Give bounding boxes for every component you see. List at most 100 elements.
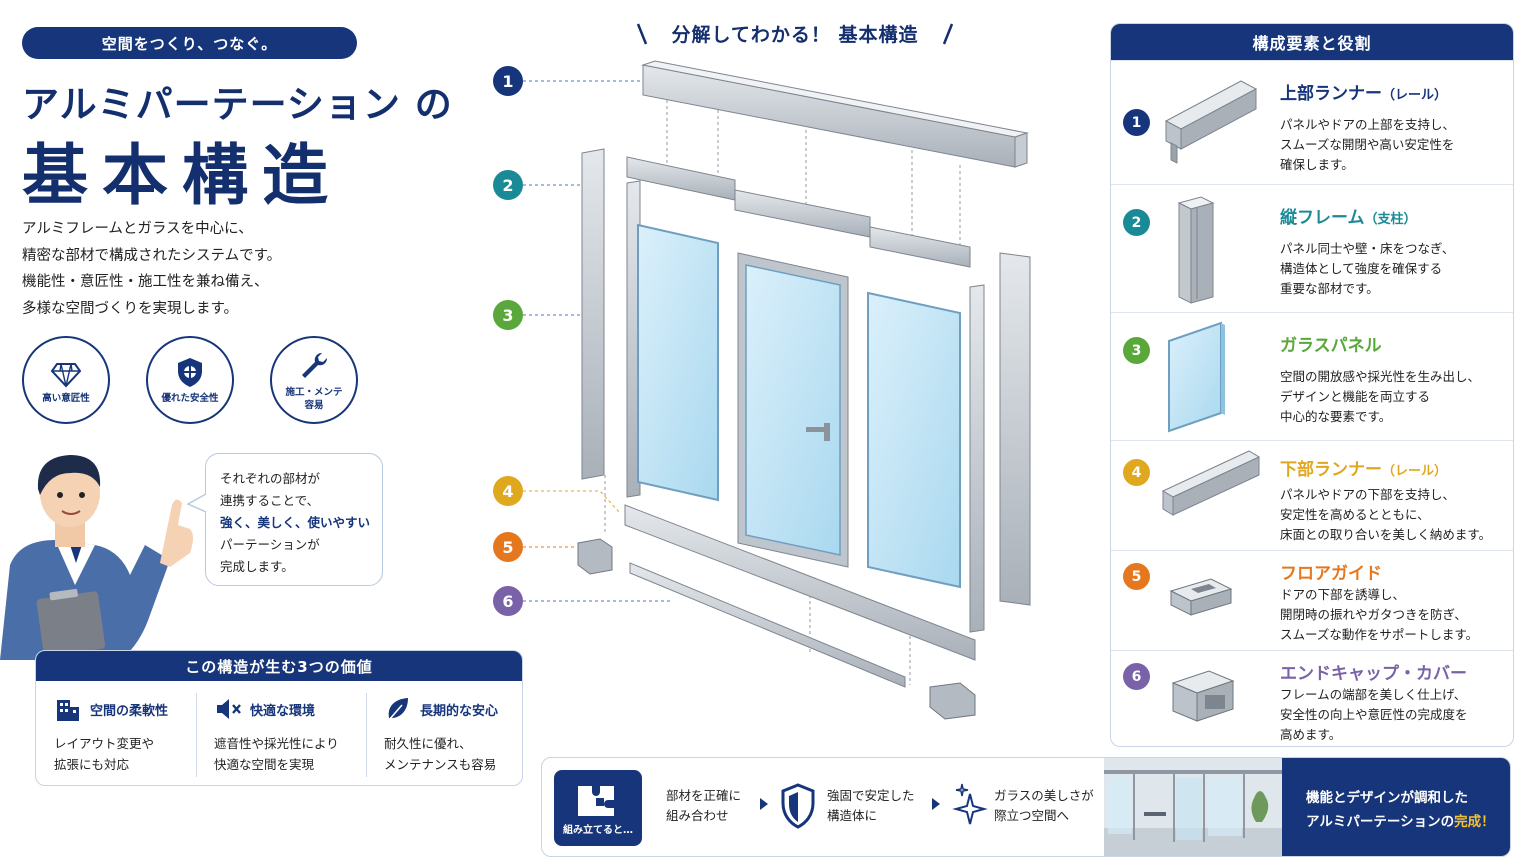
exploded-diagram: [523, 60, 1031, 720]
glass-panel-image: [1168, 321, 1225, 433]
component-number: 6: [1123, 663, 1150, 690]
value-item-flexibility: 空間の柔軟性 レイアウト変更や拡張にも対応: [54, 695, 204, 775]
speech-line: 連携することで、: [220, 493, 320, 508]
final-emphasis: 完成！: [1454, 814, 1495, 830]
component-title-text: 縦フレーム: [1280, 208, 1365, 228]
value-line: 拡張にも対応: [54, 757, 130, 772]
title-line-1: アルミパーテーション の: [22, 83, 453, 126]
component-title: 下部ランナー（レール）: [1280, 455, 1447, 480]
assembly-flow-strip: 組み立てると… 部材を正確に組み合わせ 強固で安定した構造体に ガラスの美しさが…: [541, 757, 1511, 857]
component-item-top-runner: 1 上部ランナー（レール） パネルやドアの上部を支持し、スムーズな開閉や高い安定…: [1111, 60, 1513, 184]
component-item-glass-panel: 3 ガラスパネル 空間の開放感や採光性を生み出し、デザインと機能を両立する中心的…: [1111, 312, 1513, 440]
intro-line: 多様な空間づくりを実現します。: [22, 300, 239, 317]
flow-step-1: 部材を正確に組み合わせ: [666, 786, 741, 826]
end-cap-image: [1171, 670, 1235, 722]
building-icon: [57, 700, 79, 721]
component-item-floor-guide: 5 フロアガイド ドアの下部を誘導し、開閉時の振れやガタつきを防ぎ、スムーズな動…: [1111, 550, 1513, 650]
badge-maintenance: 施工・メンテ容易: [270, 336, 358, 424]
badge-label-line: 施工・メンテ: [285, 386, 343, 398]
diagram-title-slashes: [636, 23, 954, 45]
tagline-pill: 空間をつくり、つなぐ。: [22, 27, 357, 59]
components-panel: 構成要素と役割 1 上部ランナー（レール） パネルやドアの上部を支持し、スムーズ…: [1110, 23, 1514, 747]
desc-line: 高めます。: [1280, 727, 1342, 742]
diamond-icon: [50, 363, 82, 388]
divider: [196, 693, 197, 777]
component-title-text: 上部ランナー: [1280, 84, 1382, 104]
divider: [366, 693, 367, 777]
desc-line: パネル同士や壁・床をつなぎ、: [1280, 241, 1455, 256]
component-number: 1: [1123, 109, 1150, 136]
component-desc: フレームの端部を美しく仕上げ、安全性の向上や意匠性の完成度を高めます。: [1280, 685, 1468, 745]
value-line: 耐久性に優れ、: [384, 736, 472, 751]
diagram-title: 分解してわかる！ 基本構造: [671, 24, 919, 46]
step-line: 構造体に: [827, 808, 878, 823]
component-title-sub: （レール）: [1382, 88, 1448, 103]
assemble-badge: 組み立てると…: [554, 770, 642, 846]
diagram-marker-3: 3: [493, 300, 523, 330]
component-title-sub: （支柱）: [1364, 212, 1417, 227]
desc-line: 構造体として強度を確保する: [1280, 261, 1443, 276]
step-line: 強固で安定した: [827, 788, 915, 803]
component-item-end-cap: 6 エンドキャップ・カバー フレームの端部を美しく仕上げ、安全性の向上や意匠性の…: [1111, 650, 1513, 746]
step-line: 際立つ空間へ: [994, 808, 1070, 823]
desc-line: フレームの端部を美しく仕上げ、: [1280, 687, 1467, 702]
component-title: 上部ランナー（レール）: [1280, 79, 1447, 104]
desc-line: 重要な部材です。: [1280, 281, 1379, 296]
badge-safety: 優れた安全性: [146, 336, 234, 424]
component-item-vertical-frame: 2 縦フレーム（支柱） パネル同士や壁・床をつなぎ、構造体として強度を確保する重…: [1111, 184, 1513, 312]
desc-line: パネルやドアの上部を支持し、: [1280, 117, 1456, 132]
speaker-mute-icon: [217, 699, 241, 719]
component-number: 5: [1123, 563, 1150, 590]
speech-highlight: 強く、美しく、使いやすい: [220, 515, 371, 530]
arrow-right-icon: [760, 798, 768, 810]
badge-label: 優れた安全性: [161, 393, 219, 404]
component-title: フロアガイド: [1280, 564, 1382, 584]
bottom-runner-image: [1161, 450, 1261, 516]
component-title-sub: （レール）: [1382, 464, 1448, 479]
desc-line: 安全性の向上や意匠性の完成度を: [1280, 707, 1468, 722]
tagline-text: 空間をつくり、つなぐ。: [101, 34, 278, 53]
bubble-tail: [186, 493, 207, 513]
desc-line: 床面との取り合いを美しく納めます。: [1280, 527, 1492, 542]
component-desc: ドアの下部を誘導し、開閉時の振れやガタつきを防ぎ、スムーズな動作をサポートします…: [1280, 585, 1478, 645]
desc-line: パネルやドアの下部を支持し、: [1280, 487, 1456, 502]
values-box: この構造が生む3つの価値 空間の柔軟性 レイアウト変更や拡張にも対応 快適な環境…: [35, 650, 523, 786]
final-prefix: アルミパーテーションの: [1306, 814, 1455, 830]
component-title: 縦フレーム（支柱）: [1280, 203, 1417, 228]
value-title: 空間の柔軟性: [90, 703, 169, 719]
speech-line: パーテーションが: [220, 537, 320, 552]
speech-bubble: それぞれの部材が 連携することで、 強く、美しく、使いやすい パーテーションが …: [205, 453, 383, 586]
intro-line: 精密な部材で構成されたシステムです。: [22, 247, 282, 264]
wrench-icon: [302, 352, 328, 378]
value-item-comfort: 快適な環境 遮音性や採光性により快適な空間を実現: [214, 695, 364, 775]
badge-label-line: 容易: [304, 399, 324, 411]
desc-line: 開閉時の振れやガタつきを防ぎ、: [1280, 607, 1467, 622]
intro-text: アルミフレームとガラスを中心に、 精密な部材で構成されたシステムです。 機能性・…: [22, 216, 352, 322]
value-line: 遮音性や採光性により: [214, 736, 339, 751]
component-item-bottom-runner: 4 下部ランナー（レール） パネルやドアの下部を支持し、安定性を高めるとともに、…: [1111, 440, 1513, 550]
desc-line: 安定性を高めるとともに、: [1280, 507, 1430, 522]
desc-line: スムーズな動作をサポートします。: [1280, 627, 1479, 642]
step-line: 部材を正確に: [666, 788, 742, 803]
diagram-marker-5: 5: [493, 532, 523, 562]
intro-line: 機能性・意匠性・施工性を兼ね備え、: [22, 274, 269, 290]
floor-guide-image: [1169, 578, 1233, 616]
speech-line: 完成します。: [220, 559, 294, 574]
component-desc: パネルやドアの下部を支持し、安定性を高めるとともに、床面との取り合いを美しく納め…: [1280, 485, 1491, 545]
desc-line: ドアの下部を誘導し、: [1280, 587, 1406, 602]
value-title: 長期的な安心: [420, 703, 499, 719]
diagram-marker-4: 4: [493, 476, 523, 506]
component-number: 3: [1123, 337, 1150, 364]
step-line: ガラスの美しさが: [994, 788, 1094, 803]
component-number: 2: [1123, 209, 1150, 236]
value-item-longterm: 長期的な安心 耐久性に優れ、メンテナンスも容易: [384, 695, 522, 775]
sparkle-icon: [952, 783, 988, 825]
shield-icon: [781, 783, 815, 829]
desc-line: 確保します。: [1280, 157, 1354, 172]
value-line: レイアウト変更や: [54, 736, 155, 751]
badge-label: 施工・メンテ容易: [285, 386, 342, 412]
desc-line: 空間の開放感や採光性を生み出し、: [1280, 369, 1481, 384]
assemble-label: 組み立てると…: [563, 825, 633, 836]
puzzle-icon: [578, 786, 614, 816]
flow-step-2: 強固で安定した構造体に: [827, 786, 915, 826]
